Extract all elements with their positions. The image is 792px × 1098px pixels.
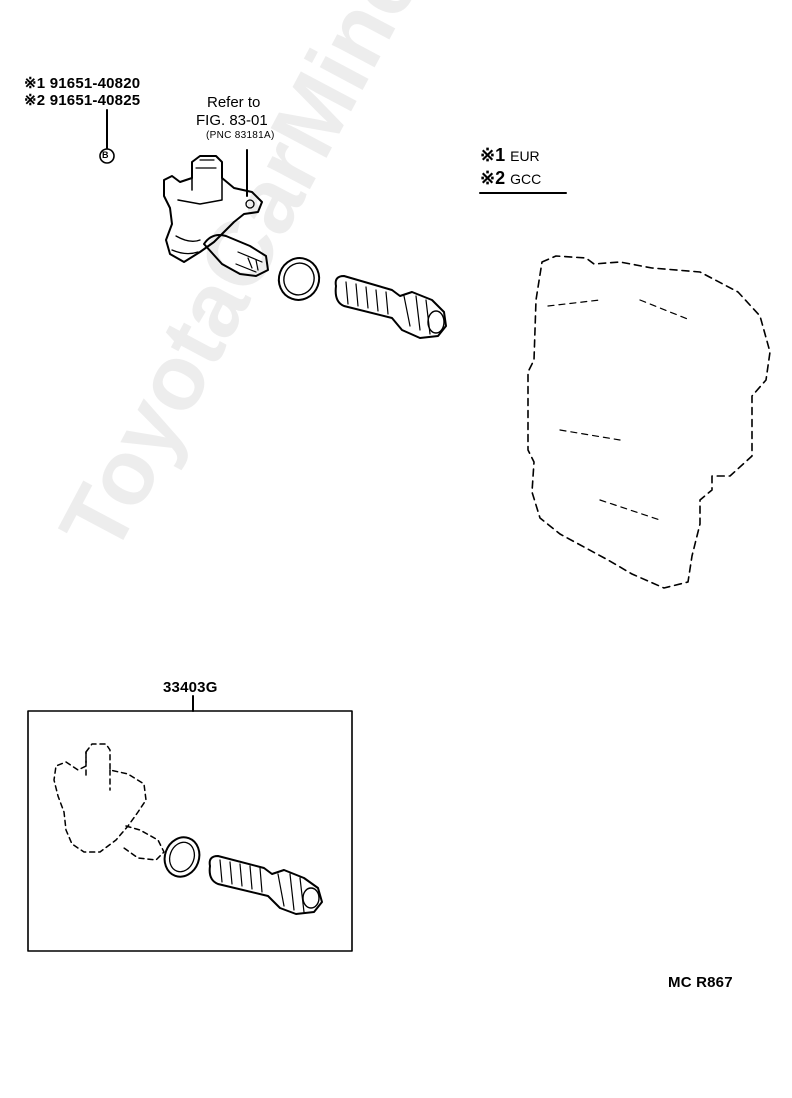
reference-refer-to: Refer to — [207, 94, 261, 111]
driven-gear-top — [334, 275, 447, 339]
legend-code-gcc: GCC — [510, 171, 542, 187]
part-number-line-1: ※1 91651-40820 — [24, 76, 140, 91]
assembly-box — [27, 710, 353, 952]
speed-sensor-housing — [163, 155, 269, 277]
variant-mark-2: ※2 — [24, 92, 46, 109]
transaxle-phantom-detail — [547, 299, 691, 521]
legend-row-gcc: ※2 GCC — [480, 169, 541, 187]
legend-mark-2: ※2 — [480, 168, 506, 188]
reference-pnc: (PNC 83181A) — [206, 130, 275, 141]
part-number-91651-40820: 91651-40820 — [49, 75, 141, 92]
o-ring-assembly — [163, 836, 201, 878]
legend-code-eur: EUR — [510, 148, 540, 164]
driven-gear-assembly — [208, 855, 323, 915]
legend-row-eur: ※1 EUR — [480, 146, 540, 164]
part-number-line-2: ※2 91651-40825 — [24, 93, 140, 108]
assembly-sensor-housing-phantom — [53, 743, 165, 861]
bolt-marker-label: B — [102, 150, 109, 160]
reference-figure: FIG. 83-01 — [196, 112, 268, 129]
o-ring-top — [277, 257, 321, 301]
transaxle-phantom-outline — [527, 255, 771, 589]
part-number-91651-40825: 91651-40825 — [49, 92, 141, 109]
variant-mark-1: ※1 — [24, 75, 46, 92]
assembly-part-number: 33403G — [163, 679, 218, 696]
bolt-marker-circle — [99, 148, 115, 164]
legend-mark-1: ※1 — [480, 145, 506, 165]
diagram-code: MC R867 — [668, 974, 733, 991]
